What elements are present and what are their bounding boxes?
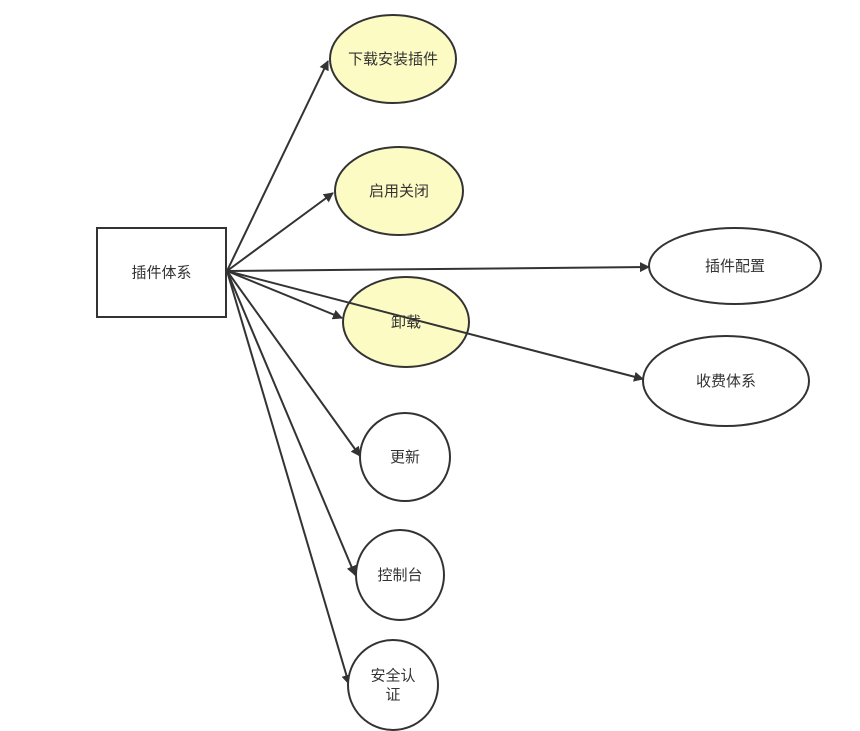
edges-layer xyxy=(226,60,650,685)
uninstall-label: 卸载 xyxy=(391,313,421,331)
node-uninstall[interactable]: 卸载 xyxy=(342,276,470,368)
edge-root-to-security-auth xyxy=(226,270,352,685)
node-download-install[interactable]: 下载安装插件 xyxy=(329,14,457,104)
edge-root-to-download-install xyxy=(226,60,329,272)
enable-disable-ellipse xyxy=(334,146,464,236)
enable-disable-label: 启用关闭 xyxy=(369,182,429,200)
node-plugin-config[interactable]: 插件配置 xyxy=(648,227,822,305)
download-install-ellipse xyxy=(329,14,457,104)
node-root[interactable]: 插件体系 xyxy=(96,227,227,318)
console-label: 控制台 xyxy=(377,566,422,584)
node-console[interactable]: 控制台 xyxy=(355,529,445,621)
root-label: 插件体系 xyxy=(131,264,191,282)
edge-root-to-plugin-config xyxy=(226,262,650,273)
root-box xyxy=(96,227,227,318)
edge-root-to-enable-disable xyxy=(226,192,334,272)
download-install-label: 下载安装插件 xyxy=(348,50,438,68)
update-ellipse xyxy=(359,412,451,502)
plugin-config-ellipse xyxy=(648,227,822,305)
security-auth-label: 安全认证 xyxy=(370,667,415,704)
console-ellipse xyxy=(355,529,445,621)
security-auth-ellipse xyxy=(347,639,439,731)
node-security-auth[interactable]: 安全认证 xyxy=(347,639,439,731)
edge-root-to-uninstall xyxy=(226,270,343,320)
plugin-config-label: 插件配置 xyxy=(705,257,765,275)
update-label: 更新 xyxy=(390,448,420,466)
node-enable-disable[interactable]: 启用关闭 xyxy=(334,146,464,236)
edge-root-to-update xyxy=(226,270,361,457)
node-billing-system[interactable]: 收费体系 xyxy=(642,335,810,427)
uninstall-ellipse xyxy=(342,276,470,368)
billing-system-label: 收费体系 xyxy=(696,372,756,390)
edge-root-to-console xyxy=(226,270,357,576)
node-update[interactable]: 更新 xyxy=(359,412,451,502)
edge-root-to-billing-system xyxy=(226,270,644,382)
